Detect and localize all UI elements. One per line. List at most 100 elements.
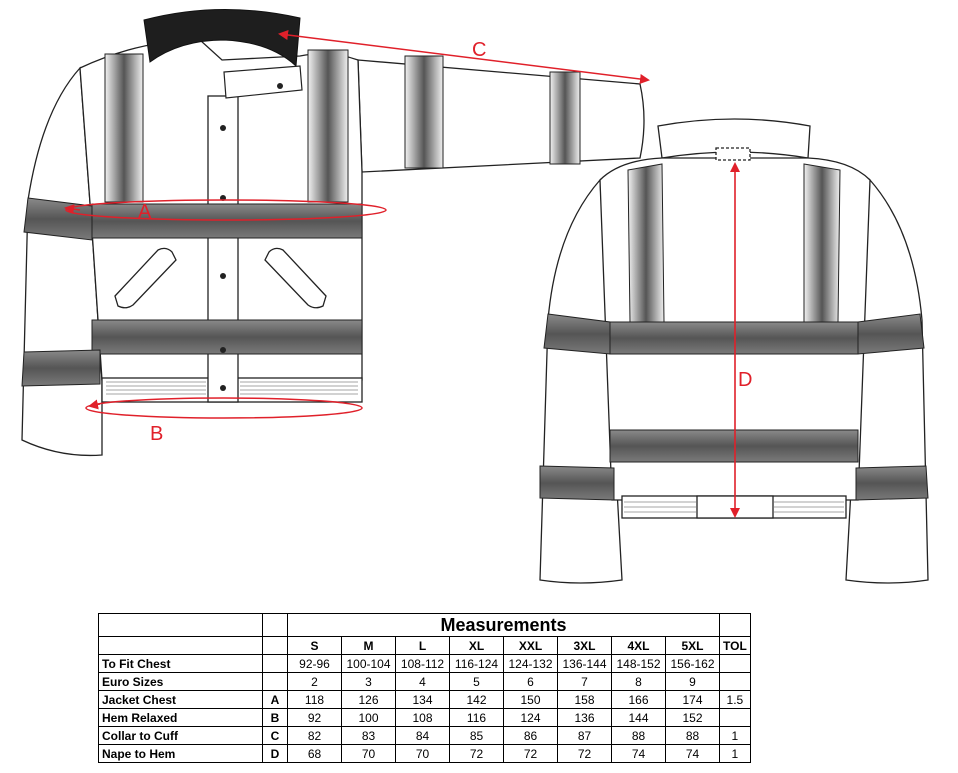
- row-label: To Fit Chest: [98, 654, 263, 673]
- size-value: 158: [557, 690, 612, 709]
- size-value: 70: [395, 744, 450, 763]
- tolerance-value: [719, 672, 751, 691]
- jacket-diagram: A B C D: [21, 8, 929, 584]
- table-header-row: S M L XL XXL 3XL 4XL 5XL TOL: [98, 636, 751, 655]
- row-label: Hem Relaxed: [98, 708, 263, 727]
- size-header: XL: [449, 636, 504, 655]
- size-value: 84: [395, 726, 450, 745]
- size-header: 4XL: [611, 636, 666, 655]
- back-bands: [539, 163, 929, 501]
- size-value: 100: [341, 708, 396, 727]
- size-value: 148-152: [611, 654, 666, 673]
- size-value: 74: [611, 744, 666, 763]
- measure-c-line: [278, 30, 650, 84]
- row-letter: A: [262, 690, 288, 709]
- size-value: 136-144: [557, 654, 612, 673]
- size-value: 72: [449, 744, 504, 763]
- row-letter: D: [262, 744, 288, 763]
- size-value: 108-112: [395, 654, 450, 673]
- size-header: 3XL: [557, 636, 612, 655]
- size-header: 5XL: [665, 636, 720, 655]
- size-value: 124: [503, 708, 558, 727]
- size-value: 134: [395, 690, 450, 709]
- size-value: 126: [341, 690, 396, 709]
- size-value: 85: [449, 726, 504, 745]
- measure-a-arrow: [64, 204, 81, 215]
- back-rib-lines: [624, 501, 844, 513]
- size-value: 70: [341, 744, 396, 763]
- size-value: 124-132: [503, 654, 558, 673]
- size-value: 156-162: [665, 654, 720, 673]
- size-value: 87: [557, 726, 612, 745]
- row-letter: [262, 672, 288, 691]
- row-label: Collar to Cuff: [98, 726, 263, 745]
- tolerance-value: [719, 654, 751, 673]
- size-value: 86: [503, 726, 558, 745]
- size-header: M: [341, 636, 396, 655]
- size-value: 116-124: [449, 654, 504, 673]
- table-title-row: Measurements: [98, 613, 751, 637]
- size-value: 152: [665, 708, 720, 727]
- measure-b-loop: [85, 397, 363, 419]
- label-b: B: [150, 423, 163, 445]
- size-value: 150: [503, 690, 558, 709]
- size-header: L: [395, 636, 450, 655]
- size-value: 3: [341, 672, 396, 691]
- back-label-patch: [715, 147, 751, 161]
- size-value: 83: [341, 726, 396, 745]
- size-value: 166: [611, 690, 666, 709]
- label-d: D: [738, 369, 752, 391]
- tol-header: TOL: [719, 636, 751, 655]
- size-value: 5: [449, 672, 504, 691]
- tolerance-value: 1: [719, 744, 751, 763]
- size-value: 136: [557, 708, 612, 727]
- front-pocket-right: [264, 247, 327, 309]
- row-letter: [262, 654, 288, 673]
- size-header: S: [287, 636, 342, 655]
- size-value: 100-104: [341, 654, 396, 673]
- table-title: Measurements: [287, 613, 720, 637]
- size-value: 68: [287, 744, 342, 763]
- size-value: 7: [557, 672, 612, 691]
- size-value: 142: [449, 690, 504, 709]
- row-letter: C: [262, 726, 288, 745]
- size-value: 72: [557, 744, 612, 763]
- size-value: 174: [665, 690, 720, 709]
- label-c: C: [472, 39, 486, 61]
- row-letter: B: [262, 708, 288, 727]
- front-pocket-left: [114, 247, 177, 309]
- size-value: 92: [287, 708, 342, 727]
- tolerance-value: 1: [719, 726, 751, 745]
- measure-b-arrow: [88, 399, 101, 410]
- row-label: Jacket Chest: [98, 690, 263, 709]
- size-value: 92-96: [287, 654, 342, 673]
- size-value: 2: [287, 672, 342, 691]
- row-label: Nape to Hem: [98, 744, 263, 763]
- size-value: 4: [395, 672, 450, 691]
- tolerance-value: 1.5: [719, 690, 751, 709]
- size-value: 9: [665, 672, 720, 691]
- front-right-sleeve: [357, 59, 645, 173]
- size-value: 6: [503, 672, 558, 691]
- size-value: 8: [611, 672, 666, 691]
- front-buttons: [220, 83, 283, 391]
- size-value: 108: [395, 708, 450, 727]
- front-rib-lines: [106, 381, 358, 395]
- measurements-table: Measurements S M L XL XXL 3XL 4XL 5XL TO…: [98, 613, 751, 763]
- size-value: 118: [287, 690, 342, 709]
- front-placket: [207, 95, 239, 403]
- size-value: 74: [665, 744, 720, 763]
- row-label: Euro Sizes: [98, 672, 263, 691]
- size-value: 88: [611, 726, 666, 745]
- size-value: 116: [449, 708, 504, 727]
- tolerance-value: [719, 708, 751, 727]
- size-value: 82: [287, 726, 342, 745]
- size-value: 88: [665, 726, 720, 745]
- front-horizontal-bands: [21, 197, 363, 387]
